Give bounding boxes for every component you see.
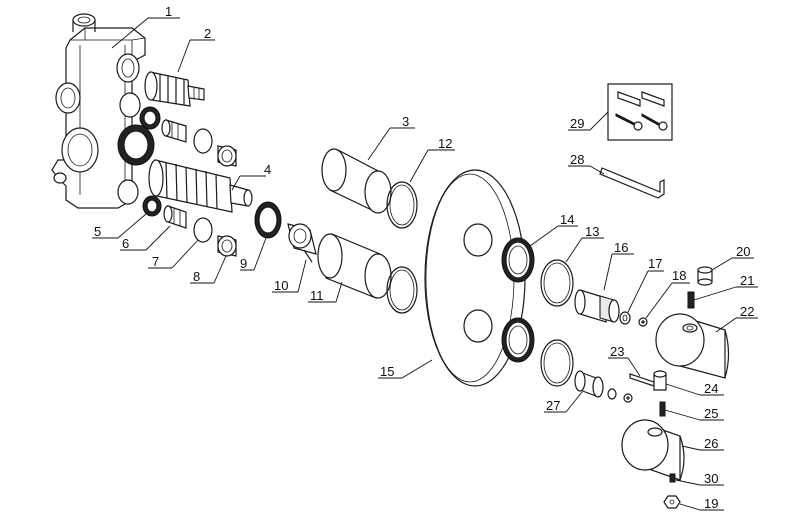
part-21-grub-screw [687,291,695,309]
part-26-handle [621,419,685,481]
label-part-27: 27 [546,398,560,413]
part-8-nut-upper [217,145,237,167]
label-part-15: 15 [380,364,394,379]
label-part-14: 14 [560,212,574,227]
part-18-screw-lower [607,388,633,403]
label-part-21: 21 [740,273,754,288]
part-2-cartridge [144,71,205,107]
label-part-10: 10 [274,278,288,293]
label-part-2: 2 [204,26,211,41]
part-3-sleeve [321,148,392,214]
part-10-adaptor [287,223,317,263]
label-part-23: 23 [610,344,624,359]
part-27-extension [574,370,604,398]
label-part-4: 4 [264,162,271,177]
label-part-19: 19 [704,496,718,511]
label-part-8: 8 [193,269,200,284]
part-4-thermostatic-cartridge [148,159,253,213]
leader-lines [92,17,758,511]
label-part-30: 30 [704,471,718,486]
part-6-check-valve [163,205,187,229]
label-part-18: 18 [672,268,686,283]
label-part-20: 20 [736,244,750,259]
part-1-valve-body [51,13,155,209]
part-9-circlip [254,201,282,239]
part-14-trim-ring-upper [501,237,535,283]
label-part-28: 28 [570,152,584,167]
part-5-seal-upper [139,106,161,130]
part-11-sleeve [317,233,392,299]
part-23-pin [629,373,655,387]
part-13-ring-upper [540,259,574,307]
part-28-hex-key [599,167,665,199]
label-part-7: 7 [152,254,159,269]
part-30-grub-screw [669,473,676,483]
part-labels: 1 2 3 12 4 5 6 7 8 9 10 11 14 13 15 16 1… [94,4,754,511]
label-part-29: 29 [570,116,584,131]
part-5-seal [142,195,162,217]
part-24-sleeve-cap [653,370,667,391]
label-part-24: 24 [704,381,718,396]
part-8-nut [217,235,237,257]
part-16-extension [574,289,620,323]
label-part-6: 6 [122,236,129,251]
label-part-22: 22 [740,304,754,319]
label-part-25: 25 [704,406,718,421]
part-13-ring-lower [540,339,574,387]
part-22-handle [655,313,730,379]
part-18-screw-upper [638,317,648,327]
label-part-5: 5 [94,224,101,239]
part-20-cap [697,266,713,286]
label-part-9: 9 [240,256,247,271]
part-7-o-ring [193,217,213,243]
label-part-12: 12 [438,136,452,151]
label-part-16: 16 [614,240,628,255]
label-part-11: 11 [310,288,324,303]
part-25-grub-screw [659,401,666,417]
part-6-check-valve-upper [161,119,187,143]
part-29-fixing-kit [607,83,673,141]
label-part-1: 1 [165,4,172,19]
part-19-nut [663,495,681,509]
label-part-3: 3 [402,114,409,129]
part-17-washer [619,311,631,325]
part-12-sealing-ring-upper [386,181,418,229]
part-7-o-ring-upper [193,128,213,154]
label-part-26: 26 [704,436,718,451]
part-14-trim-ring-lower [501,317,535,363]
label-part-17: 17 [648,256,662,271]
part-12-sealing-ring-lower [386,266,418,314]
label-part-13: 13 [585,224,599,239]
